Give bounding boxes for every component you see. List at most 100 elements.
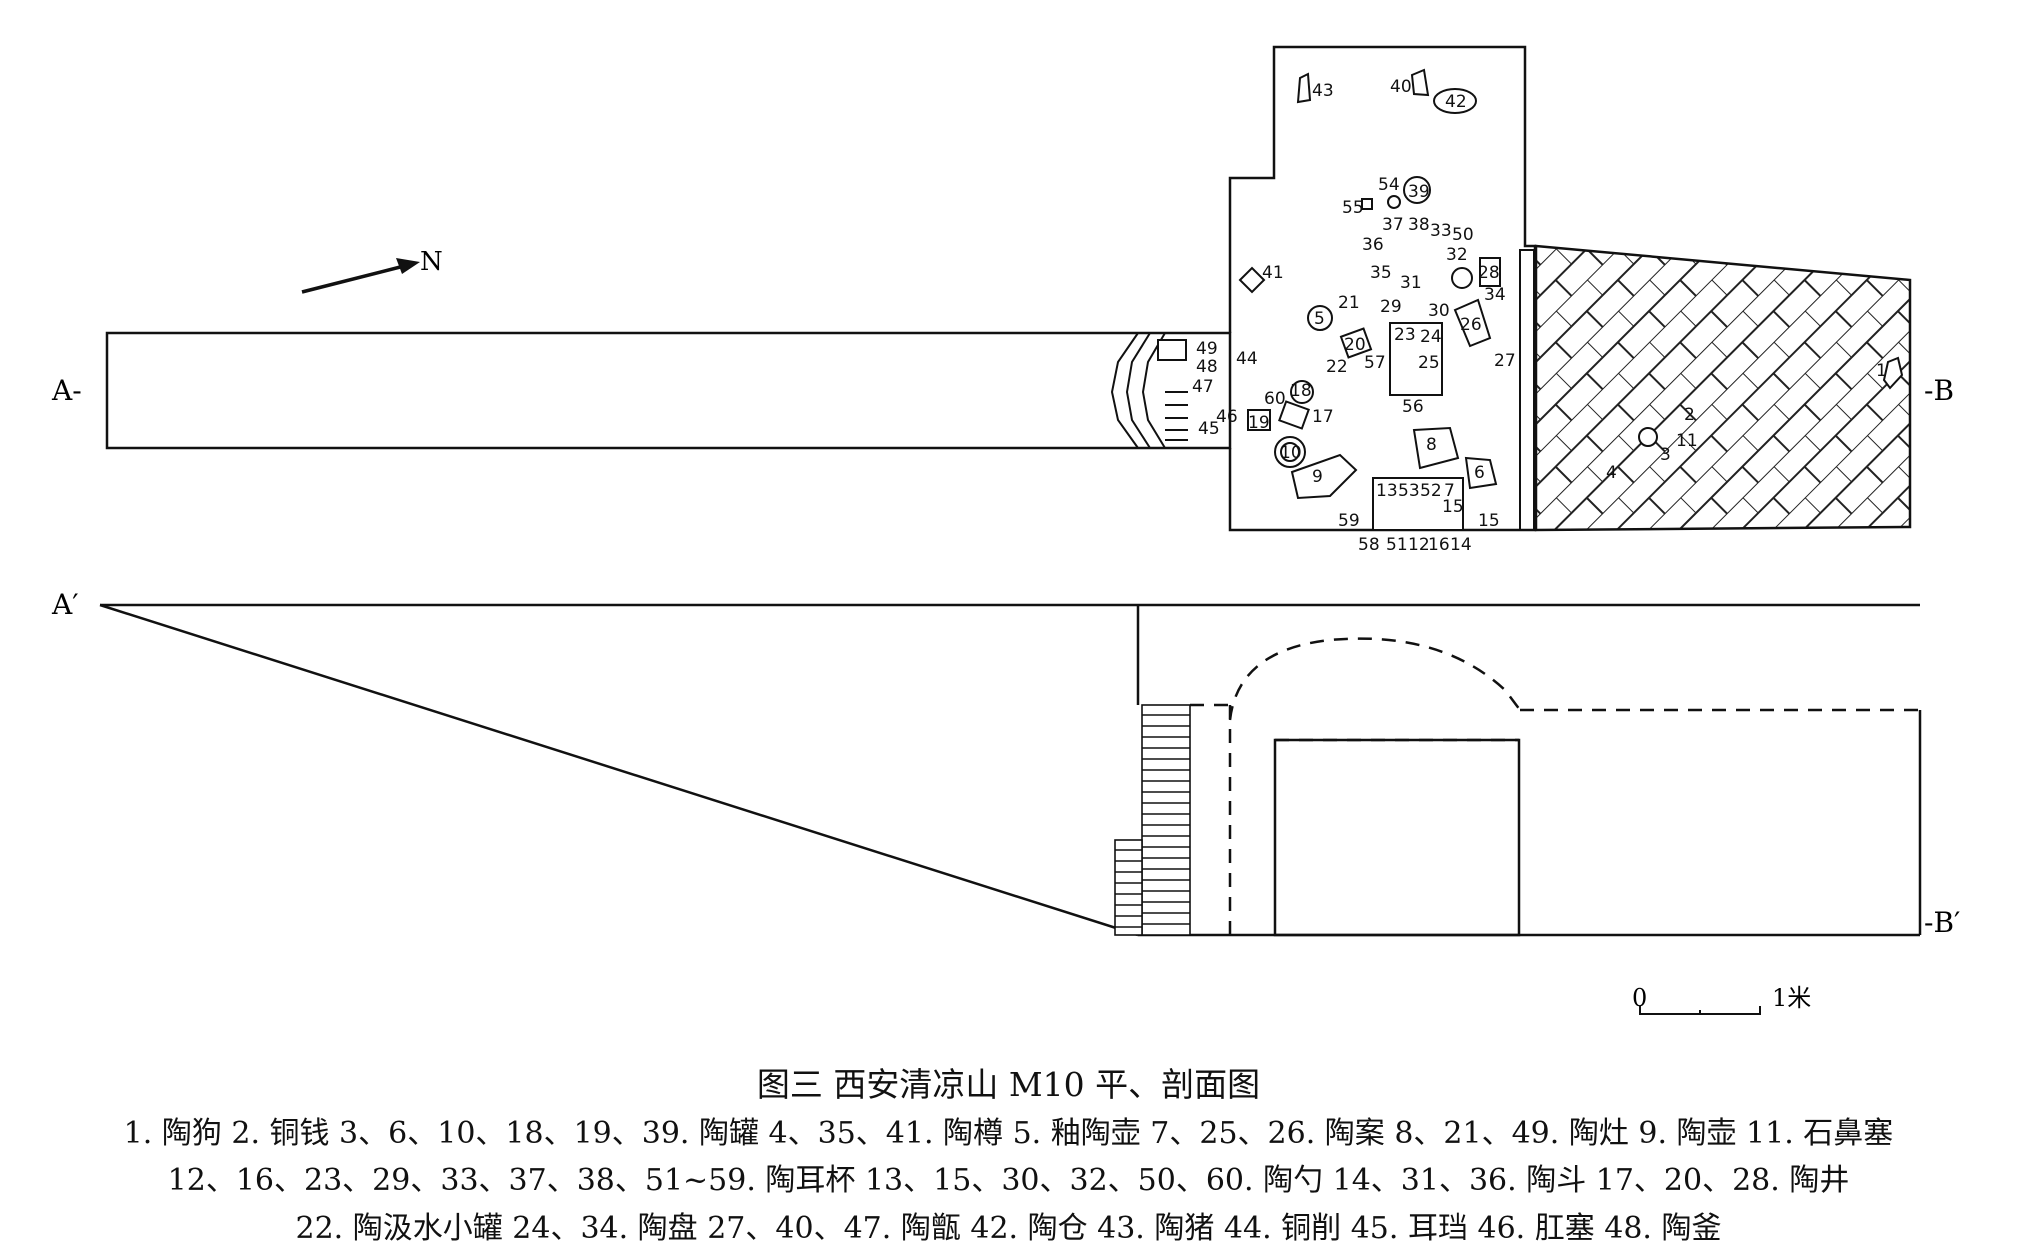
label-14: 14 xyxy=(1450,535,1472,555)
label-2: 2 xyxy=(1684,405,1695,425)
label-16: 16 xyxy=(1428,535,1450,555)
section-walls xyxy=(1136,605,1922,937)
label-8: 8 xyxy=(1426,435,1437,455)
artifact-54-outline xyxy=(1387,195,1401,209)
artifact-55-outline xyxy=(1361,198,1373,210)
label-55: 55 xyxy=(1342,198,1364,218)
label-48: 48 xyxy=(1196,357,1218,377)
artifact-10-inner xyxy=(1280,442,1300,462)
artifact-41-outline xyxy=(1238,266,1266,294)
label-47: 47 xyxy=(1192,377,1214,397)
scale-bar: 0 1米 xyxy=(1632,984,1811,1015)
label-30: 30 xyxy=(1428,301,1450,321)
label-57: 57 xyxy=(1364,353,1386,373)
label-29: 29 xyxy=(1380,297,1402,317)
label-23: 23 xyxy=(1394,325,1416,345)
label-17: 17 xyxy=(1312,407,1334,427)
label-19: 19 xyxy=(1248,413,1270,433)
section-dashed-vault xyxy=(1190,637,1920,935)
label-54: 54 xyxy=(1378,175,1400,195)
label-6: 6 xyxy=(1474,463,1485,483)
label-28: 28 xyxy=(1478,263,1500,283)
inner-doorway xyxy=(1519,249,1535,531)
artifact-3-outline xyxy=(1638,427,1658,447)
artifact-8-outline xyxy=(1412,426,1460,470)
legend-line: 22. 陶汲水小罐 24、34. 陶盘 27、40、47. 陶甑 42. 陶仓 … xyxy=(295,1211,1722,1246)
label-44: 44 xyxy=(1236,349,1258,369)
artifact-5-outline xyxy=(1307,305,1333,331)
artifact-39-outline xyxy=(1403,176,1431,204)
artifact-outlines xyxy=(1157,68,1904,531)
label-38: 38 xyxy=(1408,215,1430,235)
label-45: 45 xyxy=(1198,419,1220,439)
section-label-b-prime: -B′ xyxy=(1924,906,1960,939)
label-10: 10 xyxy=(1280,443,1302,463)
label-13: 13 xyxy=(1376,481,1398,501)
artifact-18-outline xyxy=(1290,380,1314,404)
label-4: 4 xyxy=(1606,463,1617,483)
label-21: 21 xyxy=(1338,293,1360,313)
artifact-17-outline xyxy=(1278,400,1310,430)
label-33: 33 xyxy=(1430,221,1452,241)
north-arrow: N xyxy=(301,247,443,294)
label-12: 12 xyxy=(1408,535,1430,555)
artifact-7-table xyxy=(1372,477,1464,531)
label-22: 22 xyxy=(1326,357,1348,377)
artifact-42-outline xyxy=(1433,88,1477,114)
ramp-passage-plan xyxy=(105,331,1232,450)
label-39: 39 xyxy=(1408,182,1430,202)
label-43: 43 xyxy=(1312,81,1334,101)
label-49: 49 xyxy=(1196,339,1218,359)
artifact-32-outline xyxy=(1451,267,1473,289)
label-36: 36 xyxy=(1362,235,1384,255)
sealing-wall-plan xyxy=(1110,332,1188,449)
artifact-49-outline xyxy=(1157,339,1187,361)
artifact-1-outline xyxy=(1882,356,1904,390)
artifact-43-outline xyxy=(1296,72,1312,104)
section-label-b: -B xyxy=(1924,374,1954,407)
label-7: 7 xyxy=(1444,481,1455,501)
artifact-23-25-table xyxy=(1389,322,1443,396)
label-35: 35 xyxy=(1370,263,1392,283)
label-42: 42 xyxy=(1445,92,1467,112)
label-50: 50 xyxy=(1452,225,1474,245)
label-56: 56 xyxy=(1402,397,1424,417)
label-24: 24 xyxy=(1420,327,1442,347)
artifact-28-outline xyxy=(1479,257,1501,287)
label-25: 25 xyxy=(1418,353,1440,373)
label-31: 31 xyxy=(1400,273,1422,293)
scale-zero: 0 xyxy=(1632,984,1647,1012)
label-40: 40 xyxy=(1390,77,1412,97)
label-27: 27 xyxy=(1494,351,1516,371)
artifact-19-outline xyxy=(1247,409,1271,431)
label-34: 34 xyxy=(1484,285,1506,305)
legend-line: 1. 陶狗 2. 铜钱 3、6、10、18、19、39. 陶罐 4、35、41.… xyxy=(123,1116,1894,1151)
rear-chamber-brick-floor xyxy=(1534,244,1912,532)
label-51: 51 xyxy=(1386,535,1408,555)
label-5: 5 xyxy=(1314,309,1325,329)
label-60: 60 xyxy=(1264,389,1286,409)
label-18: 18 xyxy=(1290,381,1312,401)
artifact-20-outline xyxy=(1339,327,1373,359)
sealing-wall-section xyxy=(1114,704,1191,936)
label-20: 20 xyxy=(1344,335,1366,355)
artifact-labels: 43 40 42 54 39 55 37 38 33 50 36 32 35 3… xyxy=(1192,77,1887,555)
label-46: 46 xyxy=(1216,407,1238,427)
figure-caption: 图三 西安清凉山 M10 平、剖面图 xyxy=(756,1065,1261,1104)
label-15b: 15 xyxy=(1478,511,1500,531)
label-37: 37 xyxy=(1382,215,1404,235)
label-1: 1 xyxy=(1876,361,1887,381)
label-9: 9 xyxy=(1312,467,1323,487)
label-32: 32 xyxy=(1446,245,1468,265)
artifact-26-table xyxy=(1453,298,1492,348)
label-41: 41 xyxy=(1262,263,1284,283)
label-52: 52 xyxy=(1420,481,1442,501)
artifact-6-outline xyxy=(1464,456,1498,490)
artifact-40-outline xyxy=(1410,68,1430,97)
artifact-9-outline xyxy=(1290,453,1358,500)
label-59: 59 xyxy=(1338,511,1360,531)
label-26: 26 xyxy=(1460,315,1482,335)
label-15: 15 xyxy=(1442,497,1464,517)
legend-line: 12、16、23、29、33、37、38、51~59. 陶耳杯 13、15、30… xyxy=(167,1163,1850,1198)
